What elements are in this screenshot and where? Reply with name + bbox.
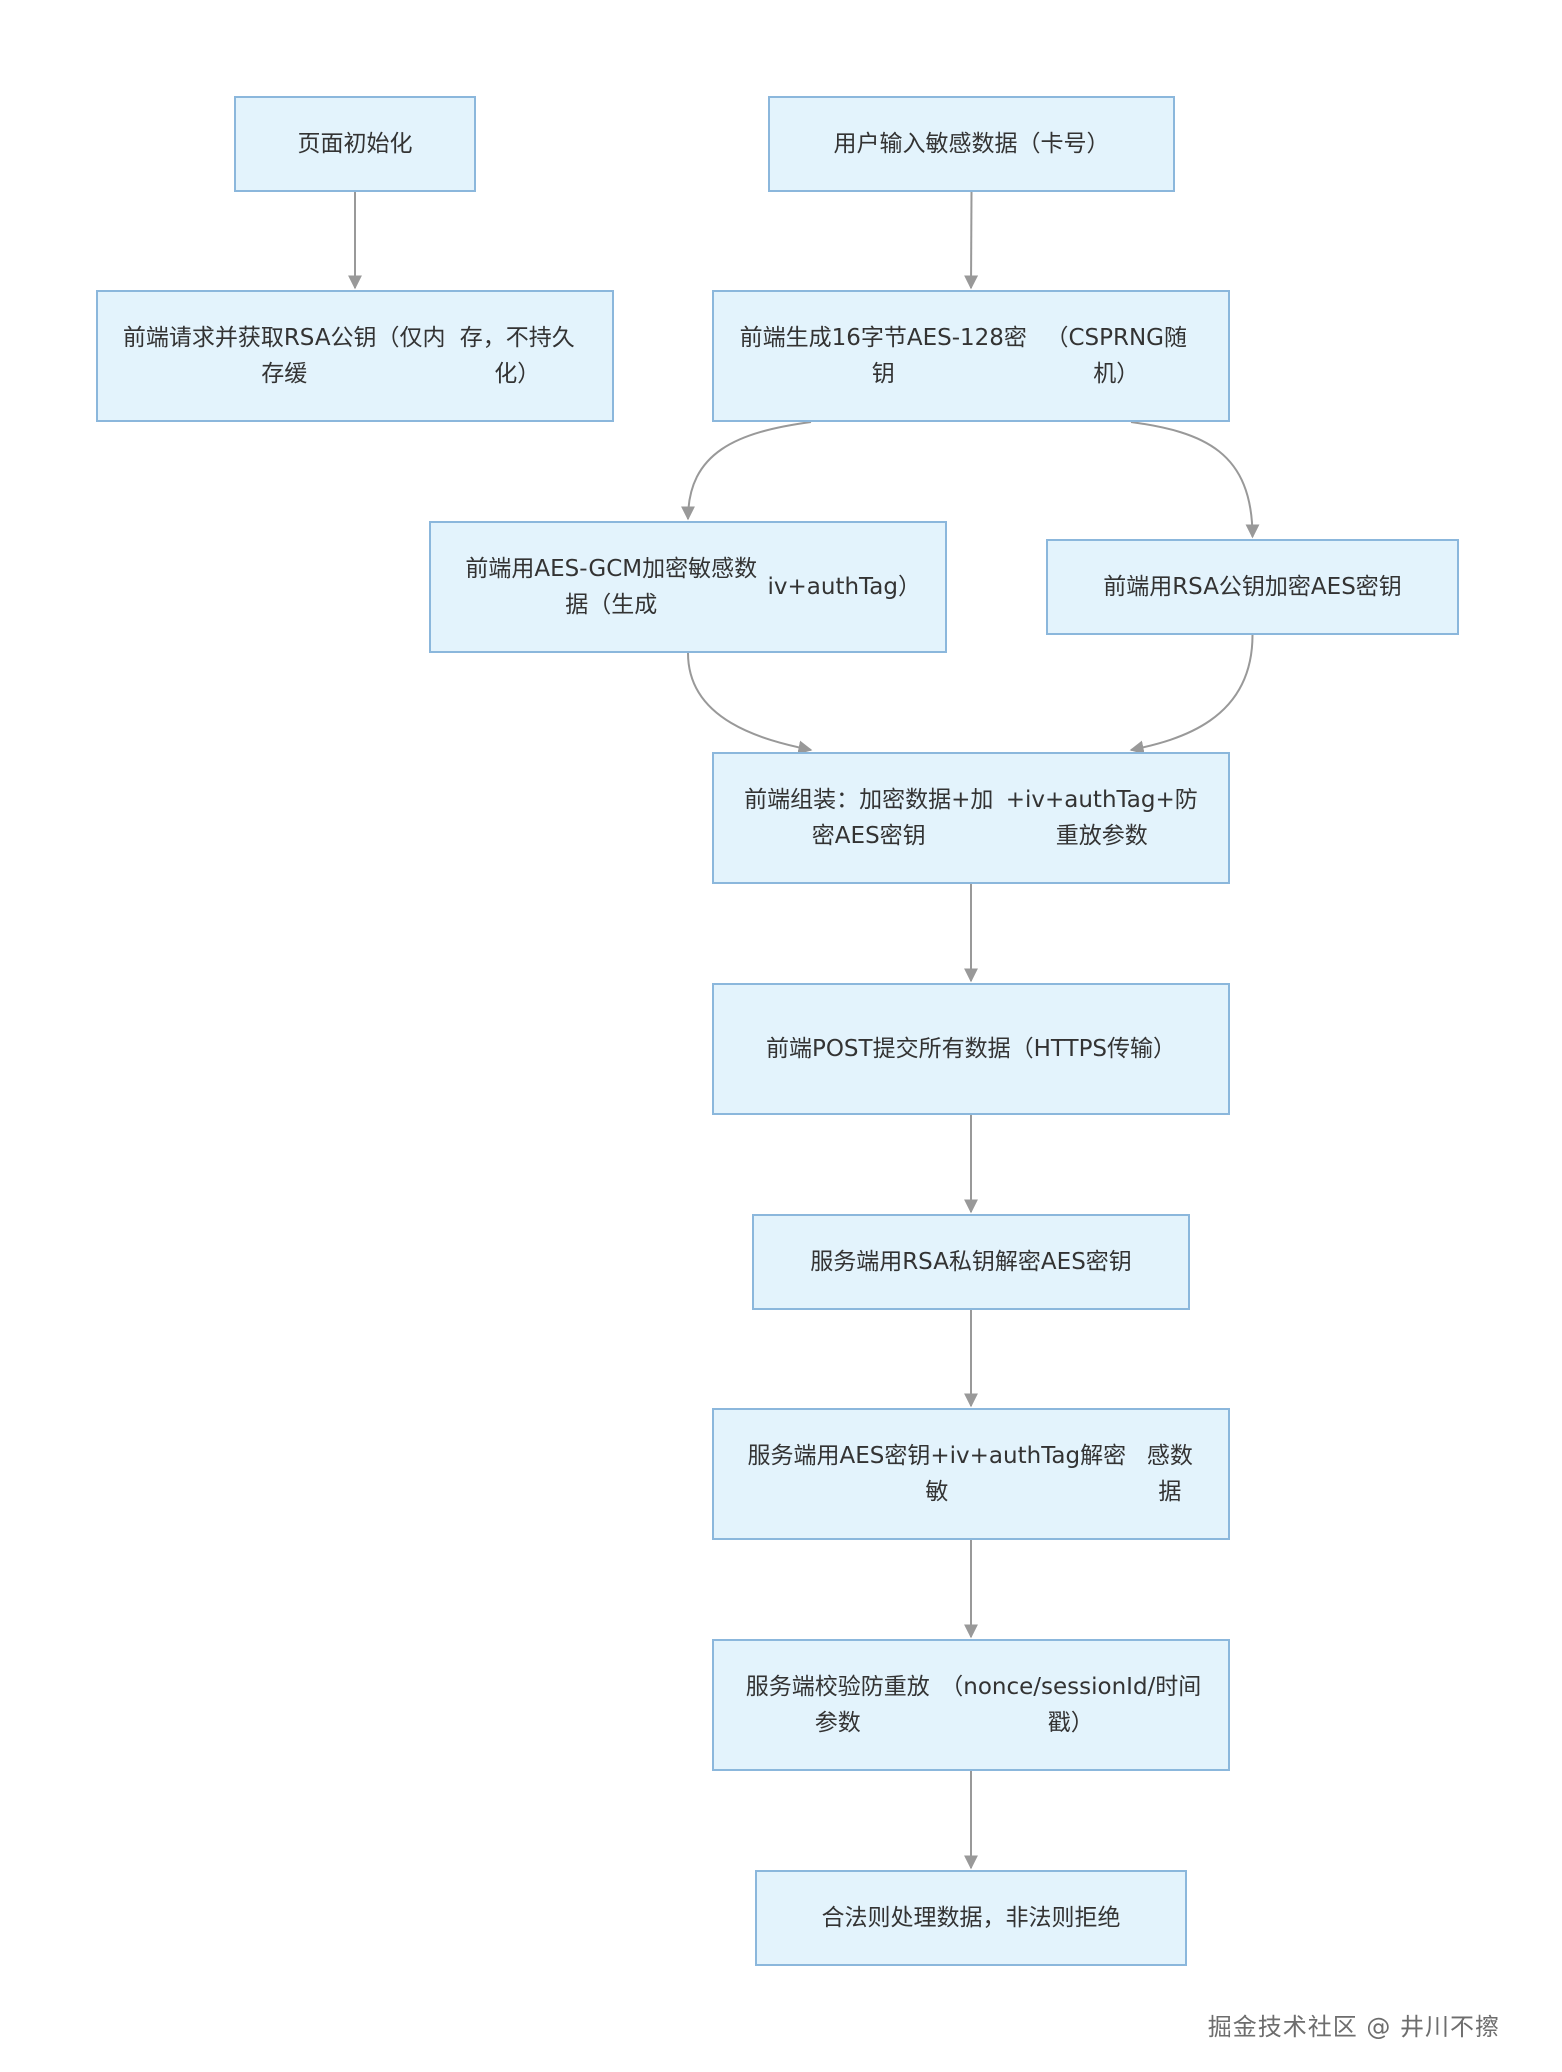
node-label-line-2: （CSPRNG随机）: [1045, 325, 1187, 387]
node-aes-gcm-encrypt: 前端用AES-GCM加密敏感数据（生成 iv+authTag）: [429, 521, 947, 653]
edges: [348, 191, 1260, 1870]
node-label-line-2: 输）: [1130, 1036, 1177, 1062]
node-label-line-1: 前端POST提交所有数据（HTTPS传: [765, 1036, 1131, 1062]
node-label-line-1: 服务端用AES密钥+iv+authTag解密敏: [747, 1443, 1127, 1505]
node-server-aes-decrypt: 服务端用AES密钥+iv+authTag解密敏 感数据: [712, 1408, 1230, 1540]
node-label: 前端用RSA公钥加密AES密钥: [1103, 574, 1402, 600]
edge-n4-n6: [1130, 421, 1260, 539]
node-rsa-encrypt-aes-key: 前端用RSA公钥加密AES密钥: [1046, 539, 1459, 635]
node-server-replay-check: 服务端校验防重放参数 （nonce/sessionId/时间戳）: [712, 1639, 1230, 1771]
edge-n5-n7: [687, 652, 813, 755]
node-assemble-payload: 前端组装：加密数据+加密AES密钥 +iv+authTag+防重放参数: [712, 752, 1230, 884]
node-process-or-reject: 合法则处理数据，非法则拒绝: [755, 1870, 1187, 1966]
node-label-line-2: +iv+authTag+防重放参数: [1005, 787, 1198, 849]
node-label-line-1: 前端组装：加密数据+加密AES密钥: [744, 787, 994, 849]
node-label-line-1: 前端请求并获取RSA公钥（仅内存缓: [122, 325, 446, 387]
node-label-line-2: 存，不持久化）: [459, 325, 575, 387]
edge-n4-n5: [681, 421, 812, 521]
node-server-rsa-decrypt: 服务端用RSA私钥解密AES密钥: [752, 1214, 1190, 1310]
edge-n6-n7: [1129, 634, 1254, 755]
node-label-line-1: 前端生成16字节AES-128密钥: [739, 325, 1027, 387]
node-label: 用户输入敏感数据（卡号）: [833, 131, 1110, 157]
node-fetch-rsa-public-key: 前端请求并获取RSA公钥（仅内存缓 存，不持久化）: [96, 290, 614, 422]
node-label: 服务端用RSA私钥解密AES密钥: [810, 1249, 1132, 1275]
node-label-line-2: （nonce/sessionId/时间戳）: [940, 1674, 1202, 1736]
watermark: 掘金技术社区 @ 井川不擦: [1207, 2013, 1500, 2041]
node-label: 页面初始化: [297, 131, 413, 157]
node-label: 合法则处理数据，非法则拒绝: [821, 1905, 1121, 1931]
node-label-line-2: 感数据: [1146, 1443, 1193, 1505]
node-page-init: 页面初始化: [234, 96, 476, 192]
node-post-submit: 前端POST提交所有数据（HTTPS传 输）: [712, 983, 1230, 1115]
edge-n3-n4: [964, 191, 979, 290]
node-user-input: 用户输入敏感数据（卡号）: [768, 96, 1175, 192]
node-label-line-2: iv+authTag）: [767, 574, 921, 600]
node-generate-aes-key: 前端生成16字节AES-128密钥 （CSPRNG随机）: [712, 290, 1230, 422]
node-label-line-1: 前端用AES-GCM加密敏感数据（生成: [465, 556, 758, 618]
node-label-line-1: 服务端校验防重放参数: [745, 1674, 930, 1736]
